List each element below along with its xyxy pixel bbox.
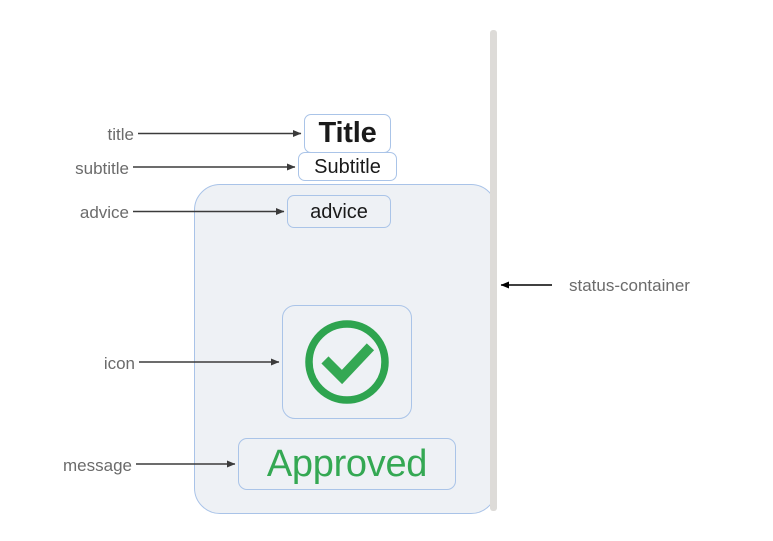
annotation-label-status-container: status-container xyxy=(569,276,690,295)
annotation-label-advice: advice xyxy=(79,203,129,222)
annotation-label-message: message xyxy=(63,456,132,475)
check-circle-icon xyxy=(300,315,394,409)
status-message: Approved xyxy=(266,443,428,485)
advice-highlight-box: advice xyxy=(287,195,391,228)
message-highlight-box: Approved xyxy=(238,438,456,490)
page-subtitle: Subtitle xyxy=(314,155,381,178)
annotation-label-title: title xyxy=(107,125,134,144)
title-highlight-box: Title xyxy=(304,114,391,153)
annotation-label-subtitle: subtitle xyxy=(75,159,129,178)
page-title: Title xyxy=(318,117,377,149)
annotation-label-icon: icon xyxy=(103,354,135,373)
advice-text: advice xyxy=(310,200,368,223)
icon-highlight-box xyxy=(282,305,412,419)
vertical-scrollbar[interactable] xyxy=(490,30,497,511)
subtitle-highlight-box: Subtitle xyxy=(298,152,397,181)
